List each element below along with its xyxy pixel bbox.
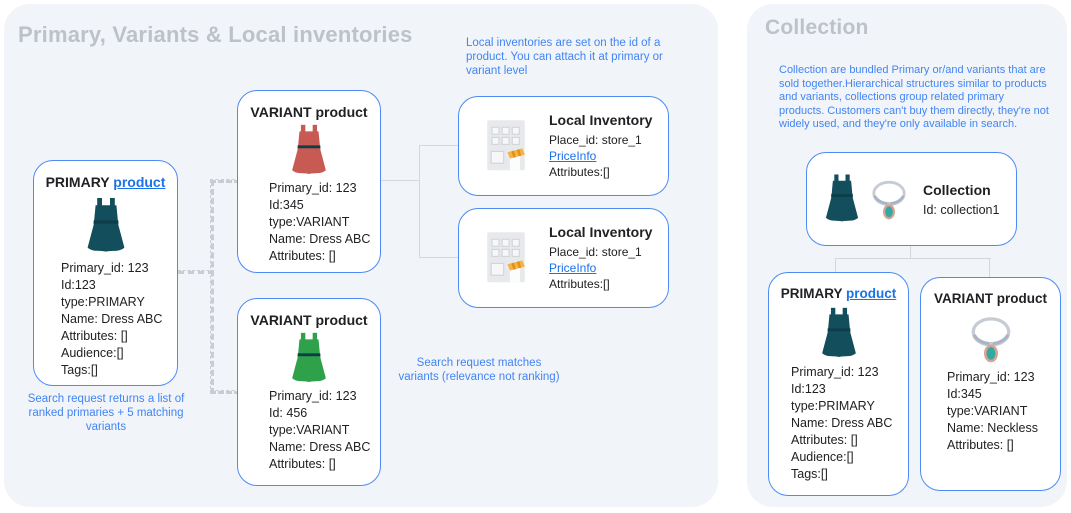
priceinfo-link[interactable]: PriceInfo — [549, 261, 597, 275]
teal-dress-icon — [817, 307, 861, 360]
field-line: Id:123 — [61, 278, 96, 292]
necklace-icon — [865, 176, 913, 222]
collection-card: Collection Id: collection1 — [806, 152, 1017, 246]
store-icon — [481, 229, 531, 287]
field-line: type:VARIANT — [947, 404, 1028, 418]
variant-product-card-right: VARIANT product Primary_id: 123 Id:345 t… — [920, 277, 1061, 491]
field-line: Primary_id: 123 — [269, 389, 357, 403]
local-inventory-card-top: Local Inventory Place_id: store_1 PriceI… — [458, 96, 669, 196]
field-line: Primary_id: 123 — [269, 181, 357, 195]
connector-to-variant-right — [989, 258, 990, 278]
field-line: Attributes: [] — [269, 249, 336, 263]
field-line: Attributes: [] — [269, 457, 336, 471]
field-line: Place_id: store_1 — [549, 245, 642, 259]
teal-dress-icon: .belt{fill:#0d3d49} — [82, 197, 130, 255]
card-title: PRIMARY product — [46, 174, 166, 190]
green-dress-icon — [287, 332, 331, 385]
product-fields: Primary_id: 123 Id: 456 type:VARIANT Nam… — [238, 388, 380, 473]
field-line: type:VARIANT — [269, 423, 350, 437]
connector-variant-to-inventories — [381, 180, 420, 181]
field-line: Name: Dress ABC — [791, 416, 893, 430]
inventory-fields: Local Inventory Place_id: store_1 PriceI… — [549, 224, 652, 292]
field-line: Name: Dress ABC — [61, 312, 163, 326]
store-icon — [481, 117, 531, 175]
product-link[interactable]: product — [846, 286, 897, 301]
note-local-inventories: Local inventories are set on the id of a… — [466, 37, 663, 77]
card-title: PRIMARY product — [781, 286, 897, 301]
field-line: Id:345 — [947, 387, 982, 401]
connector-primary-branch — [178, 270, 214, 274]
note-search-variants: Search request matches variants (relevan… — [398, 357, 560, 383]
collection-description: Collection are bundled Primary or/and va… — [779, 64, 1049, 130]
connector-to-primary-right — [835, 258, 836, 273]
red-dress-icon — [287, 124, 331, 177]
necklace-icon — [963, 312, 1019, 365]
field-line: Id: 456 — [269, 406, 308, 420]
connector-inventory-trunk — [419, 146, 420, 258]
field-line: type:VARIANT — [269, 215, 350, 229]
connector-to-inventory-bottom — [419, 257, 458, 258]
product-type-label: PRIMARY — [780, 286, 843, 301]
product-fields: Primary_id: 123 Id:123 type:PRIMARY Name… — [769, 364, 908, 483]
field-line: Attributes:[] — [549, 277, 610, 291]
teal-dress-icon — [821, 174, 863, 224]
field-line: Name: Neckless — [947, 421, 1038, 435]
primary-product-card-right: PRIMARY product Primary_id: 123 Id:123 t… — [768, 272, 909, 496]
field-line: Audience:[] — [61, 346, 124, 360]
field-line: Primary_id: 123 — [61, 261, 149, 275]
product-fields: Primary_id: 123 Id:345 type:VARIANT Name… — [921, 369, 1060, 454]
product-link[interactable]: product — [113, 174, 166, 190]
field-line: Place_id: store_1 — [549, 133, 642, 147]
connector-to-variant-bottom — [210, 390, 240, 394]
field-line: Name: Dress ABC — [269, 440, 371, 454]
inventory-title: Local Inventory — [549, 224, 653, 240]
field-line: Primary_id: 123 — [947, 370, 1035, 384]
field-line: Attributes: [] — [61, 329, 128, 343]
inventory-fields: Local Inventory Place_id: store_1 PriceI… — [549, 112, 652, 180]
connector-collection-stem — [910, 246, 911, 259]
card-title: VARIANT product — [934, 291, 1047, 306]
field-line: Attributes: [] — [791, 433, 858, 447]
connector-collection-branch — [835, 258, 991, 259]
field-line: Attributes:[] — [549, 165, 610, 179]
connector-to-inventory-top — [419, 145, 458, 146]
priceinfo-link[interactable]: PriceInfo — [549, 149, 597, 163]
field-line: Tags:[] — [61, 363, 98, 377]
right-panel-title: Collection — [765, 16, 869, 39]
left-panel-title: Primary, Variants & Local inventories — [18, 22, 413, 47]
variant-product-card-top: VARIANT product Primary_id: 123 Id:345 t… — [237, 90, 381, 273]
inventory-title: Local Inventory — [549, 112, 653, 128]
field-line: Name: Dress ABC — [269, 232, 371, 246]
field-line: Primary_id: 123 — [791, 365, 879, 379]
field-line: Tags:[] — [791, 467, 828, 481]
variant-product-card-bottom: VARIANT product Primary_id: 123 Id: 456 … — [237, 298, 381, 486]
collection-title: Collection — [923, 181, 991, 198]
connector-variant-trunk — [210, 180, 214, 394]
connector-to-variant-top — [210, 179, 240, 183]
product-fields: Primary_id: 123 Id:345 type:VARIANT Name… — [238, 180, 380, 265]
field-line: Audience:[] — [791, 450, 854, 464]
field-line: type:PRIMARY — [61, 295, 145, 309]
field-line: Id:345 — [269, 198, 304, 212]
primary-product-card: PRIMARY product .belt{fill:#0d3d49} Prim… — [33, 160, 178, 386]
product-type-label: PRIMARY — [45, 174, 110, 190]
field-line: Id:123 — [791, 382, 826, 396]
field-line: Attributes: [] — [947, 438, 1014, 452]
local-inventory-card-bottom: Local Inventory Place_id: store_1 PriceI… — [458, 208, 669, 308]
card-title: VARIANT product — [250, 104, 368, 120]
card-title: VARIANT product — [250, 312, 368, 328]
collection-id: Id: collection1 — [923, 202, 1000, 217]
product-fields: Primary_id: 123 Id:123 type:PRIMARY Name… — [34, 260, 177, 379]
field-line: type:PRIMARY — [791, 399, 875, 413]
note-search-primaries: Search request returns a list of ranked … — [27, 393, 185, 433]
